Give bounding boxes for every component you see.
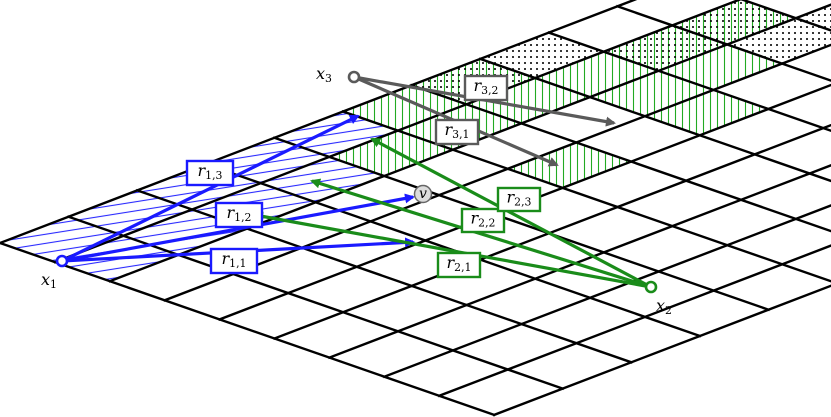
grid-col-line	[0, 241, 496, 417]
arrow-green	[370, 137, 652, 289]
route-label-text: r2,2	[471, 208, 496, 229]
route-label-box	[214, 201, 264, 229]
x2-label-base: x	[656, 296, 665, 315]
route-label-text-base: r	[227, 203, 236, 222]
route-label-r31: r3,1	[434, 118, 480, 146]
route-label-box	[185, 159, 235, 187]
grid-row-line	[492, 284, 831, 417]
blue-region	[0, 111, 398, 263]
route-label-text: r2,1	[447, 253, 472, 274]
route-label-text-subscript: 1,3	[205, 169, 222, 182]
x1-label: x1	[41, 270, 57, 291]
route-label-text-base: r	[198, 161, 207, 180]
grid-col-line	[478, 57, 831, 183]
route-label-r12: r1,2	[214, 201, 264, 229]
x3-label-subscript: 3	[325, 72, 332, 85]
route-label-text-subscript: 2,1	[454, 261, 471, 274]
route-label-box	[463, 74, 509, 102]
x1-point	[55, 254, 69, 268]
route-label-r13: r1,3	[185, 159, 235, 187]
route-label-text-subscript: 1,1	[229, 257, 246, 270]
arrow-green	[310, 178, 652, 289]
x3-label-base: x	[316, 64, 325, 83]
grid-col-line	[410, 83, 831, 233]
route-label-text-subscript: 3,1	[452, 128, 469, 141]
green-region	[507, 142, 632, 188]
route-label-box	[496, 186, 542, 213]
grid-col-line	[547, 31, 831, 133]
route-label-text: r1,1	[222, 249, 247, 270]
route-label-text-base: r	[471, 208, 480, 227]
grid-col-line	[272, 136, 771, 312]
route-arrows	[55, 70, 658, 294]
x3-label: x3	[316, 64, 332, 85]
route-label-text: r2,3	[507, 187, 532, 208]
x2-point	[644, 280, 658, 294]
route-label-box	[460, 207, 506, 234]
route-label-text-base: r	[447, 253, 456, 272]
route-label-text-subscript: 1,2	[234, 211, 251, 224]
x3-point	[347, 70, 361, 84]
route-label-text-subscript: 3,2	[481, 84, 498, 97]
v-label: v	[419, 186, 427, 202]
route-label-text-base: r	[507, 187, 516, 206]
route-label-r21: r2,1	[436, 251, 482, 279]
route-label-box	[436, 251, 482, 279]
grid-col-line	[615, 4, 831, 82]
route-label-box	[209, 247, 259, 275]
route-label-text: r1,3	[198, 161, 223, 182]
route-label-text-base: r	[222, 249, 231, 268]
route-label-text: r1,2	[227, 203, 252, 224]
grid-col-line	[739, 0, 831, 32]
arrow-blue	[61, 114, 360, 263]
route-label-text-subscript: 2,2	[478, 216, 495, 229]
route-label-box	[434, 118, 480, 146]
route-label-r32: r3,2	[463, 74, 509, 102]
dotted-region	[727, 4, 831, 64]
arrow-blue	[61, 193, 415, 263]
green-region	[644, 89, 769, 136]
route-label-text-subscript: 2,3	[514, 195, 531, 208]
v-point	[413, 184, 433, 204]
route-label-text: r3,1	[445, 120, 470, 141]
x2-label-subscript: 2	[665, 304, 672, 317]
route-label-r11: r1,1	[209, 247, 259, 275]
route-label-text-base: r	[445, 120, 454, 139]
route-label-r23: r2,3	[496, 186, 542, 213]
grid-col-line	[341, 109, 831, 283]
route-label-r22: r2,2	[460, 207, 506, 234]
x1-label-base: x	[41, 270, 50, 289]
x2-label: x2	[656, 296, 672, 317]
arrow-green	[253, 211, 652, 289]
v-label-base: v	[419, 186, 427, 202]
x1-label-subscript: 1	[50, 278, 57, 291]
route-label-text: r3,2	[474, 76, 499, 97]
route-label-text-base: r	[474, 76, 483, 95]
